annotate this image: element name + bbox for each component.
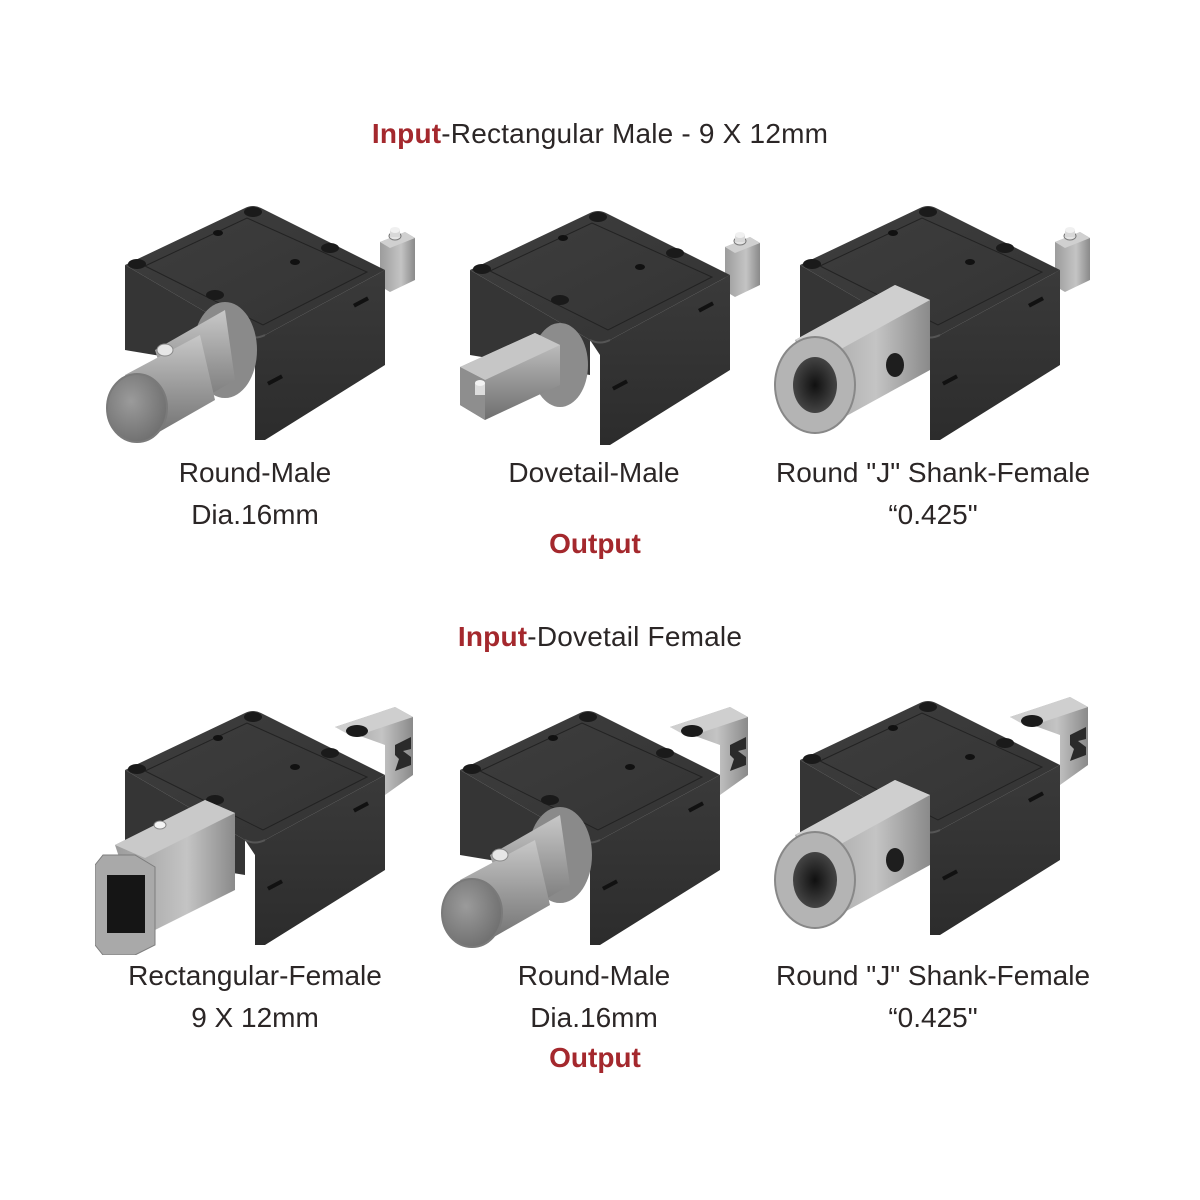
product-name: Rectangular-Female — [128, 960, 382, 991]
product-spec: “0.425" — [888, 1002, 978, 1033]
section-1-input-label: Input — [371, 118, 442, 149]
product-name: Round-Male — [517, 960, 671, 991]
product-name: Round "J" Shank-Female — [775, 960, 1091, 991]
product-spec: Dia.16mm — [191, 499, 319, 530]
product-image-round-male-2 — [430, 705, 760, 955]
section-2-input-label: Input — [457, 621, 528, 652]
product-caption-j-shank-female-1: Round "J" Shank-Female “0.425" — [743, 452, 1123, 536]
product-image-rectangular-female — [95, 705, 425, 955]
section-2-heading-text: -Dovetail Female — [527, 621, 743, 652]
product-caption-rectangular-female: Rectangular-Female 9 X 12mm — [65, 955, 445, 1039]
product-caption-j-shank-female-2: Round "J" Shank-Female “0.425" — [743, 955, 1123, 1039]
product-image-round-male-1 — [95, 200, 425, 450]
section-1-heading-text: -Rectangular Male - 9 X 12mm — [441, 118, 829, 149]
product-name: Round-Male — [178, 457, 332, 488]
product-image-dovetail-male — [440, 205, 770, 455]
product-image-j-shank-female-2 — [765, 695, 1105, 945]
product-image-j-shank-female-1 — [770, 200, 1100, 450]
product-spec: Dia.16mm — [530, 1002, 658, 1033]
section-2-heading: Input-Dovetail Female — [0, 621, 1200, 653]
section-2-output-label: Output — [549, 1042, 641, 1073]
product-name: Dovetail-Male — [508, 457, 680, 488]
section-1-output-label: Output — [549, 528, 641, 559]
section-1-heading: Input-Rectangular Male - 9 X 12mm — [0, 118, 1200, 150]
product-name: Round "J" Shank-Female — [775, 457, 1091, 488]
product-spec: 9 X 12mm — [191, 1002, 319, 1033]
product-caption-dovetail-male: Dovetail-Male — [404, 452, 784, 494]
product-caption-round-male-2: Round-Male Dia.16mm — [404, 955, 784, 1039]
product-caption-round-male-1: Round-Male Dia.16mm — [65, 452, 445, 536]
product-spec: “0.425" — [888, 499, 978, 530]
